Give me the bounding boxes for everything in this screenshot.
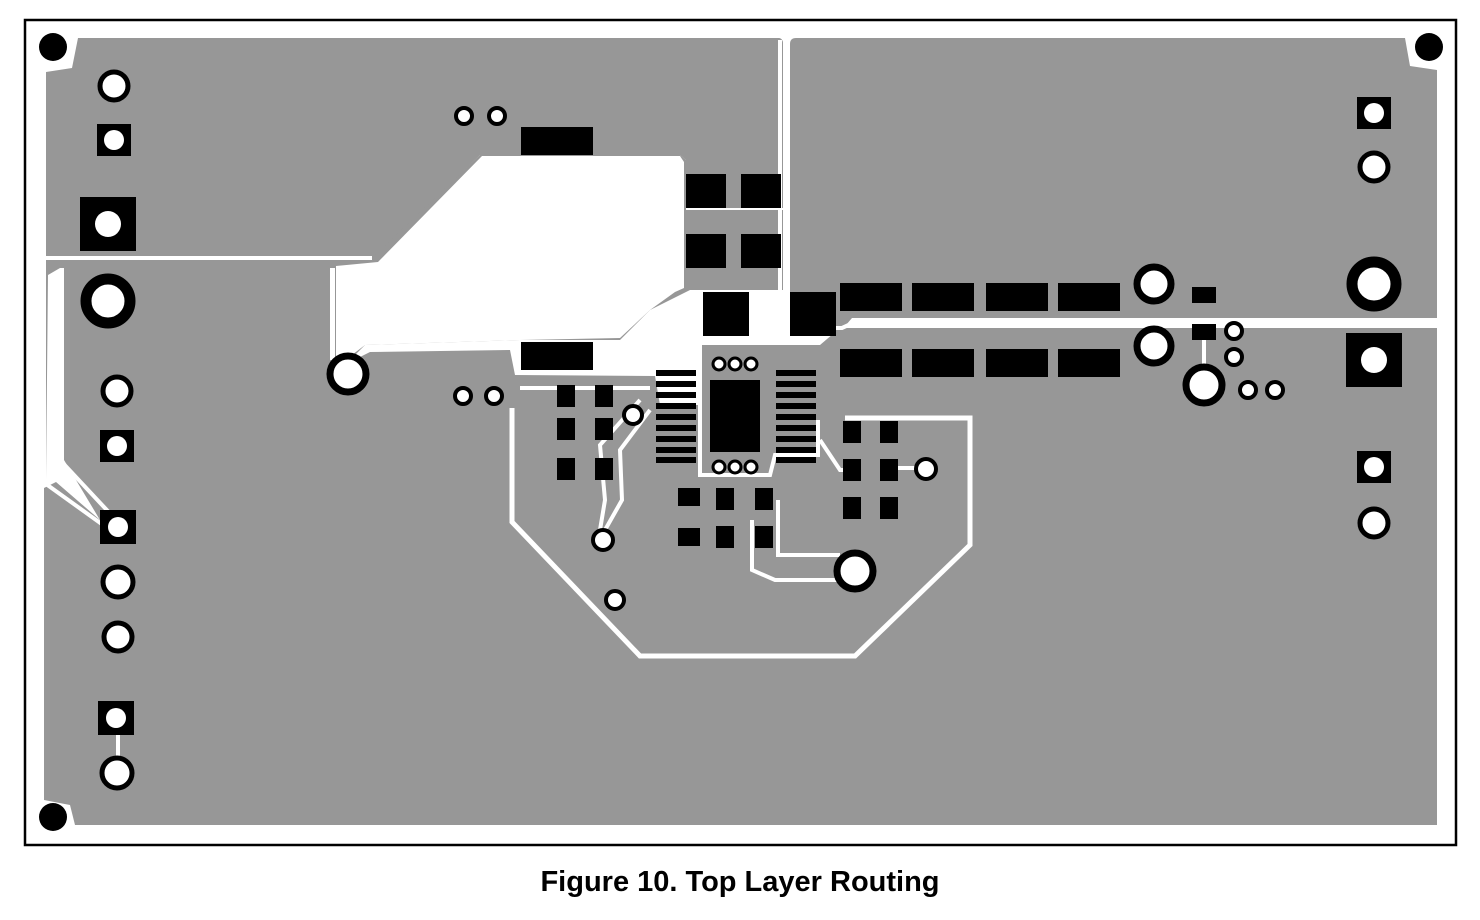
vias bbox=[80, 69, 1402, 791]
mount-hole-bl bbox=[39, 803, 67, 831]
pcb-top-layer-diagram bbox=[23, 18, 1458, 847]
pads bbox=[39, 33, 1443, 831]
island-outline bbox=[509, 408, 973, 659]
ic-thermal-pad bbox=[710, 380, 760, 452]
mount-hole-tr bbox=[1415, 33, 1443, 61]
pour-bottom-main bbox=[44, 266, 1437, 825]
white-plane bbox=[336, 156, 684, 358]
square-pad-holes bbox=[95, 103, 1387, 728]
pour-top-right bbox=[790, 38, 1437, 332]
mount-hole-tl bbox=[39, 33, 67, 61]
clearance-features bbox=[336, 156, 684, 358]
figure-caption: Figure 10. Top Layer Routing bbox=[540, 866, 940, 898]
pour-top-left-upper bbox=[46, 38, 783, 258]
